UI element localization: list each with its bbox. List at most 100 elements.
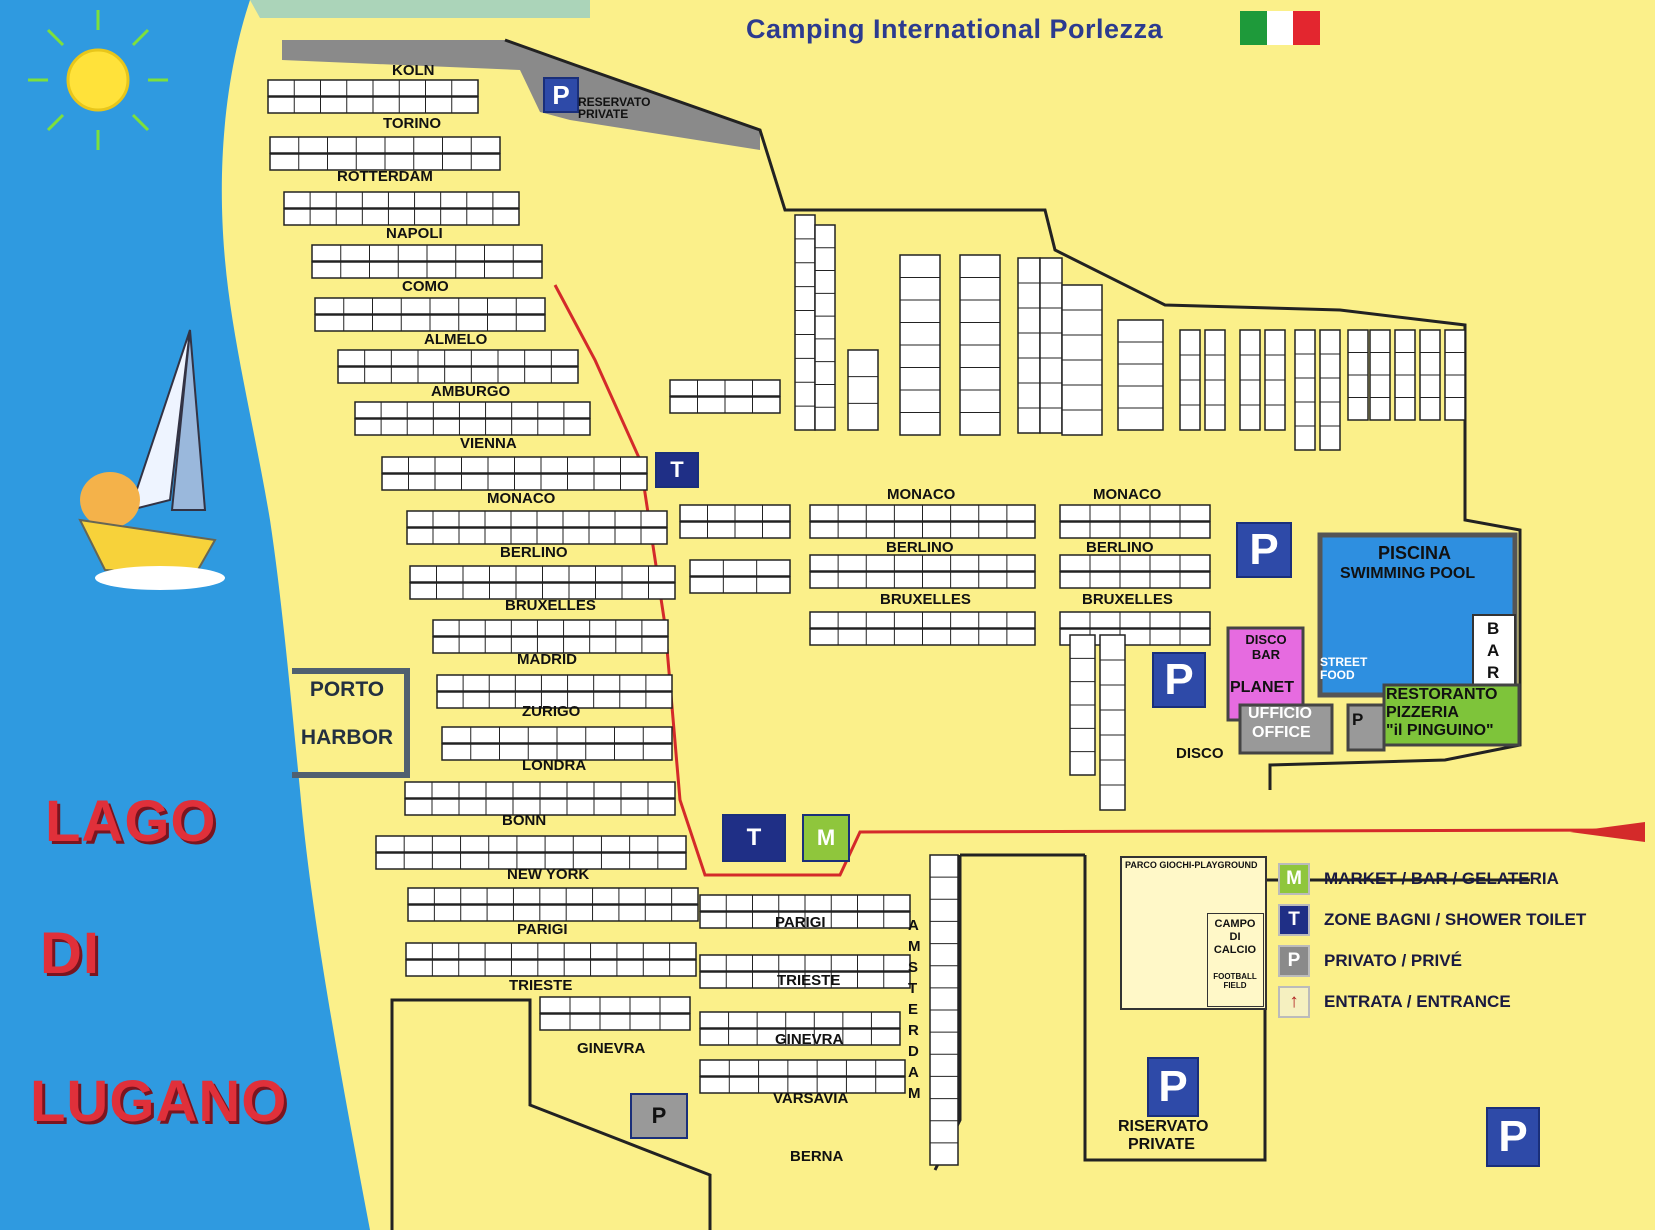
pitch-row: [699, 1011, 901, 1029]
pitch-row: [689, 576, 791, 594]
bar-building: [1472, 614, 1516, 686]
street-label-madrid: MADRID: [517, 651, 577, 668]
street-label-como: COMO: [402, 278, 449, 295]
restaurant-building: [1382, 683, 1521, 747]
pitch-column: [1294, 329, 1316, 451]
street-label-vienna: VIENNA: [460, 435, 517, 452]
football-field-label: CAMPO DI CALCIO: [1213, 918, 1257, 956]
lake-label-1: LAGO: [45, 789, 217, 854]
restaurant-parking-label: P: [1352, 710, 1364, 729]
street-label-londra: LONDRA: [522, 757, 587, 774]
parking-icon-2: P: [1152, 652, 1206, 708]
lake-water: [0, 0, 370, 1230]
legend-row: ↑ENTRATA / ENTRANCE: [1278, 986, 1511, 1018]
street-label-trieste-1: TRIESTE: [509, 977, 573, 994]
street-label-monaco-1: MONACO: [487, 490, 556, 507]
sailboat-icon: [78, 329, 225, 590]
pitch-row: [436, 691, 673, 709]
pitch-column: [1117, 319, 1164, 431]
street-food-label: STREET FOOD: [1320, 655, 1368, 682]
pitch-row: [432, 619, 669, 637]
street-label-bruxelles-1: BRUXELLES: [505, 597, 596, 614]
street-label-bruxelles-3: BRUXELLES: [1082, 591, 1173, 608]
pitch-row: [539, 996, 691, 1014]
disco-bar-label: DISCO BAR: [1245, 632, 1287, 662]
site-boundary: [504, 38, 1522, 790]
street-label-bonn: BONN: [502, 812, 547, 829]
planet-label: PLANET: [1230, 679, 1294, 696]
parking-top-icon: P: [543, 77, 579, 113]
football-field: CAMPO DI CALCIO FOOTBALL FIELD: [1207, 913, 1264, 1007]
street-label-ginevra-1: GINEVRA: [577, 1040, 646, 1057]
harbor-label-it: PORTO: [309, 678, 385, 701]
pitch-row: [375, 835, 687, 853]
bar-label: B A R: [1487, 619, 1500, 682]
page-title: Camping International Porlezza: [746, 14, 1164, 44]
sun-icon: [28, 10, 168, 150]
street-label-trieste-2: TRIESTE: [777, 972, 841, 989]
lake-label-3: LUGANO: [30, 1069, 288, 1134]
pitch-column: [1319, 329, 1341, 451]
street-label-amsterdam: AMSTERDAM: [908, 917, 921, 1102]
toilet-block-2-icon: T: [722, 814, 786, 862]
parking-icon-1: P: [1236, 522, 1292, 578]
pitch-row: [699, 1059, 906, 1077]
pitch-row: [1059, 554, 1211, 572]
disco-entrance-label: DISCO: [1176, 745, 1224, 762]
street-label-ginevra-2: GINEVRA: [775, 1031, 844, 1048]
pool-label-en: SWIMMING POOL: [1340, 565, 1476, 582]
italian-flag-icon: [1240, 11, 1321, 45]
legend-text: ENTRATA / ENTRANCE: [1324, 992, 1511, 1011]
street-label-berlino-1: BERLINO: [500, 544, 568, 561]
private-label: PRIVATE: [1128, 1136, 1195, 1153]
pitch-row: [407, 887, 699, 905]
riservato-label: RISERVATO: [1118, 1118, 1209, 1135]
restaurant-label-2: PIZZERIA: [1386, 704, 1459, 721]
restaurant-label-3: "il PINGUINO": [1386, 722, 1494, 739]
street-label-berna: BERNA: [790, 1148, 844, 1165]
pitch-column: [1099, 634, 1126, 811]
legend-symbol-icon: T: [1278, 904, 1310, 936]
harbor: PORTO HARBOR: [292, 668, 410, 778]
street-label-torino: TORINO: [383, 115, 442, 132]
street-label-koln: KOLN: [392, 62, 435, 79]
pitch-row: [539, 1013, 691, 1031]
playground-label: PARCO GIOCHI-PLAYGROUND: [1125, 860, 1258, 870]
main-road: [553, 284, 1646, 877]
street-label-almelo: ALMELO: [424, 331, 488, 348]
legend-symbol-icon: M: [1278, 863, 1310, 895]
pitch-row: [283, 208, 520, 226]
harbor-label-en: HARBOR: [300, 726, 394, 749]
legend-text: PRIVATO / PRIVÉ: [1324, 951, 1462, 970]
pitch-grid: [267, 79, 1466, 1166]
legend-text: ZONE BAGNI / SHOWER TOILET: [1324, 910, 1587, 929]
pitch-row: [1059, 628, 1211, 646]
pitch-column: [847, 349, 879, 431]
pitch-row: [1059, 521, 1211, 539]
private-parking-lot: [282, 40, 760, 150]
pitch-row: [699, 1028, 901, 1046]
pitch-row: [405, 959, 697, 977]
street-label-berlino-2: BERLINO: [886, 539, 954, 556]
street-label-monaco-3: MONACO: [1093, 486, 1162, 503]
pitch-row: [375, 852, 687, 870]
parking-icon-4: P: [1486, 1107, 1540, 1167]
pitch-column: [1017, 257, 1041, 434]
street-label-monaco-2: MONACO: [887, 486, 956, 503]
pitch-row: [283, 191, 520, 209]
legend-row: T ZONE BAGNI / SHOWER TOILET: [1278, 904, 1586, 936]
pool-label-it: PISCINA: [1378, 543, 1452, 563]
pitch-row: [436, 674, 673, 692]
street-label-napoli: NAPOLI: [386, 225, 443, 242]
pitch-row: [407, 904, 699, 922]
street-label-amburgo: AMBURGO: [431, 383, 511, 400]
pitch-row: [432, 636, 669, 654]
street-label-zurigo: ZURIGO: [522, 703, 581, 720]
entrance-arrow-icon: [1570, 822, 1645, 842]
street-label-varsavia: VARSAVIA: [773, 1090, 849, 1107]
pitch-column: [1039, 257, 1063, 434]
toilet-block-1-icon: T: [655, 452, 699, 488]
